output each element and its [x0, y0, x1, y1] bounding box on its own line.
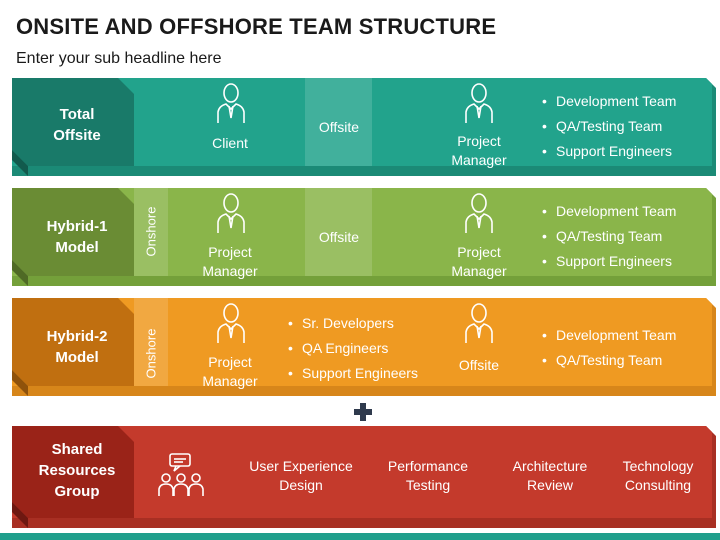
row-hybrid-1: Hybrid-1 Model Onshore Project Manager O…: [0, 186, 720, 286]
team-discussion-icon: [158, 453, 204, 496]
list-item: QA/Testing Team: [540, 351, 676, 376]
list-item: Support Engineers: [286, 364, 418, 389]
row-label-line: Model: [55, 239, 99, 256]
page-subtitle: Enter your sub headline here: [16, 50, 222, 67]
service-line: Design: [279, 477, 323, 493]
service-item: Technology Consulting: [608, 457, 708, 495]
project-manager-label: Project Manager: [187, 243, 273, 281]
list-item: QA/Testing Team: [540, 117, 676, 142]
pm-line: Manager: [451, 263, 507, 279]
person-icon: [217, 83, 245, 123]
pm-line: Project: [457, 133, 501, 149]
row-label: Hybrid-1 Model: [22, 216, 132, 258]
service-line: Consulting: [624, 477, 692, 493]
service-line: Performance: [387, 458, 469, 474]
service-item: Performance Testing: [378, 457, 478, 495]
list-item: QA Engineers: [286, 339, 418, 364]
team-list: Development Team QA/Testing Team Support…: [540, 202, 676, 277]
onshore-vertical-label: Onshore: [143, 328, 159, 379]
list-item: QA/Testing Team: [540, 227, 676, 252]
list-item: Development Team: [540, 92, 676, 117]
row-label-line: Total: [59, 106, 95, 123]
service-line: Review: [527, 477, 573, 493]
project-manager-label: Project Manager: [436, 243, 522, 281]
pm-line: Manager: [202, 263, 258, 279]
footer-bar: [0, 533, 720, 540]
list-item: Support Engineers: [540, 252, 676, 277]
person-icon: [465, 83, 493, 123]
pm-line: Manager: [451, 152, 507, 168]
offsite-label: Offsite: [318, 119, 360, 135]
service-line: Architecture: [512, 458, 588, 474]
row-hybrid-2: Hybrid-2 Model Onshore Project Manager S…: [0, 296, 720, 396]
list-item: Sr. Developers: [286, 314, 418, 339]
row-label-line: Hybrid-2: [46, 328, 108, 345]
service-item: User Experience Design: [240, 457, 362, 495]
offsite-label: Offsite: [318, 229, 360, 245]
person-icon: [465, 193, 493, 233]
list-item: Support Engineers: [540, 142, 676, 167]
row-total-offsite: Total Offsite Client Offsite Project Man…: [0, 76, 720, 176]
person-icon: [217, 303, 245, 343]
row-label-line: Model: [55, 349, 99, 366]
service-line: User Experience: [249, 458, 353, 474]
person-icon: [217, 193, 245, 233]
row-label-line: Shared: [51, 441, 103, 458]
row-label-line: Resources: [38, 462, 116, 479]
row-label-line: Hybrid-1: [46, 218, 108, 235]
onshore-vertical-label: Onshore: [143, 206, 159, 257]
client-label: Client: [212, 135, 248, 151]
onshore-team-list: Sr. Developers QA Engineers Support Engi…: [286, 314, 418, 389]
row-label: Shared Resources Group: [22, 439, 132, 502]
pm-line: Project: [208, 354, 252, 370]
person-icon: [465, 303, 493, 343]
plus-icon: [354, 403, 372, 421]
row-label: Hybrid-2 Model: [22, 326, 132, 368]
list-item: Development Team: [540, 202, 676, 227]
service-item: Architecture Review: [500, 457, 600, 495]
service-line: Technology: [622, 458, 694, 474]
pm-line: Project: [457, 244, 501, 260]
row-background: [12, 426, 716, 528]
project-manager-label: Project Manager: [436, 132, 522, 170]
pm-line: Manager: [202, 373, 258, 389]
project-manager-label: Project Manager: [187, 353, 273, 391]
list-item: Development Team: [540, 326, 676, 351]
row-label-line: Offsite: [53, 127, 101, 144]
team-list: Development Team QA/Testing Team Support…: [540, 92, 676, 167]
service-line: Testing: [405, 477, 451, 493]
team-list: Development Team QA/Testing Team: [540, 326, 676, 376]
row-label-line: Group: [54, 483, 100, 500]
row-label: Total Offsite: [22, 104, 132, 146]
offsite-label: Offsite: [458, 357, 500, 373]
row-shared-resources: Shared Resources Group User Experience D…: [0, 424, 720, 528]
pm-line: Project: [208, 244, 252, 260]
page-title: ONSITE AND OFFSHORE TEAM STRUCTURE: [16, 14, 497, 39]
